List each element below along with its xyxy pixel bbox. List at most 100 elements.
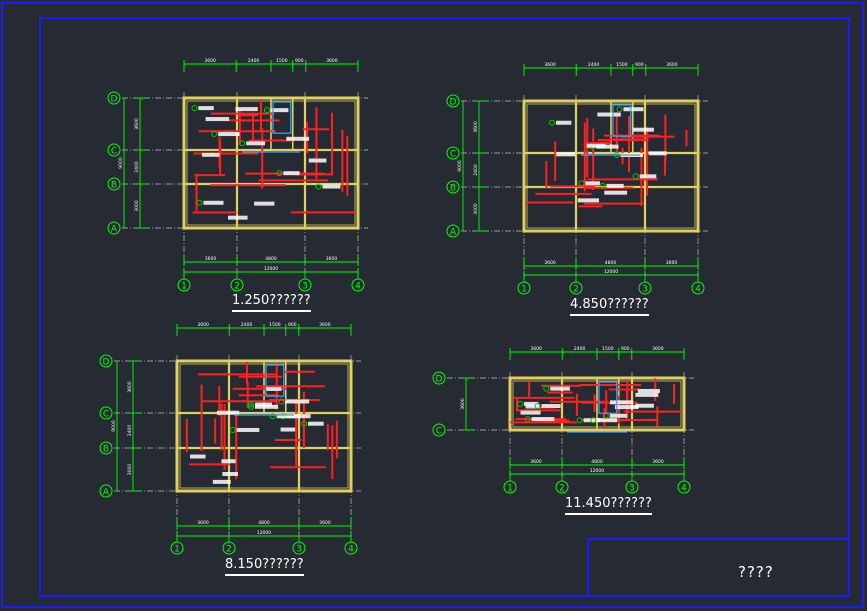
axis-bubble-col bbox=[638, 281, 652, 295]
axis-bubble-row bbox=[99, 484, 113, 498]
axis-bubble-row bbox=[107, 143, 121, 157]
axis-bubble-col bbox=[344, 541, 358, 555]
opening-outline bbox=[598, 381, 618, 414]
rebar-label-mark bbox=[276, 414, 301, 419]
dim-label-bottom: 3600 bbox=[197, 520, 209, 526]
dim-label-left: 3600 bbox=[127, 381, 133, 393]
rebar-label-mark bbox=[198, 106, 214, 111]
rebar-label-mark bbox=[308, 158, 327, 163]
dim-label-top: 900 bbox=[621, 346, 630, 352]
drawing-border-inner bbox=[39, 17, 850, 597]
axis-bubble-row bbox=[432, 423, 446, 437]
rebar-label-mark bbox=[597, 418, 618, 423]
dim-label-top: 3600 bbox=[652, 346, 664, 352]
axis-label-row: C bbox=[103, 410, 109, 420]
axis-bubble-row bbox=[107, 221, 121, 235]
axis-label-col: 1 bbox=[181, 282, 187, 292]
rebar-label-mark bbox=[280, 427, 296, 432]
dim-label-left: 3000 bbox=[127, 464, 133, 476]
rebar-label-mark bbox=[308, 421, 324, 426]
axis-bubble-col bbox=[625, 480, 639, 494]
axis-bubble-row bbox=[446, 94, 460, 108]
dim-label-top: 3600 bbox=[204, 58, 216, 64]
dim-label-top: 3600 bbox=[326, 58, 338, 64]
rebar-label-mark bbox=[577, 198, 600, 203]
slab-mark bbox=[301, 420, 308, 427]
axis-label-col: 2 bbox=[559, 484, 565, 494]
dim-label-bottom: 4800 bbox=[265, 256, 277, 262]
rebar-label-mark bbox=[531, 417, 555, 422]
slab-mark bbox=[576, 417, 583, 424]
axis-label-col: 4 bbox=[355, 282, 361, 292]
dim-label-bottom: 3600 bbox=[666, 260, 678, 266]
axis-label-row: A bbox=[103, 488, 110, 498]
axis-bubble-col bbox=[691, 281, 705, 295]
rebar-label-mark bbox=[623, 107, 644, 112]
slab-mark bbox=[263, 107, 270, 114]
slab-mark bbox=[229, 426, 236, 433]
axis-bubble-col bbox=[569, 281, 583, 295]
axis-label-col: 4 bbox=[695, 285, 701, 295]
dim-label-top: 3600 bbox=[666, 62, 678, 68]
axis-label-col: 3 bbox=[296, 545, 302, 555]
slab-mark bbox=[191, 105, 198, 112]
axis-label-row: B bbox=[450, 184, 456, 194]
slab-mark bbox=[549, 119, 556, 126]
dim-label-bottom: 4800 bbox=[605, 260, 617, 266]
axis-label-row: B bbox=[103, 445, 109, 455]
axis-label-row: D bbox=[450, 98, 457, 108]
plan-caption-1: 1.250?????? bbox=[232, 293, 311, 312]
axis-bubble-col bbox=[517, 281, 531, 295]
axis-label-row: C bbox=[111, 147, 117, 157]
rebar-label-mark bbox=[322, 184, 341, 189]
dim-label-left-total: 9000 bbox=[118, 157, 124, 169]
axis-bubble-col bbox=[351, 278, 365, 292]
rebar-label-mark bbox=[586, 143, 606, 148]
axis-label-row: A bbox=[450, 228, 457, 238]
dim-label-top: 900 bbox=[295, 58, 304, 64]
rebar-label-mark bbox=[286, 136, 310, 141]
dim-label-left: 2400 bbox=[473, 164, 479, 176]
rebar-label-mark bbox=[236, 427, 260, 432]
slab-mark bbox=[543, 385, 550, 392]
dim-label-top: 2400 bbox=[241, 322, 253, 328]
slab-mark bbox=[578, 180, 585, 187]
axis-label-row: B bbox=[111, 181, 117, 191]
dim-label-total: 12000 bbox=[590, 468, 604, 474]
rebar-label-mark bbox=[609, 413, 628, 418]
axis-label-col: 4 bbox=[348, 545, 354, 555]
slab-mark bbox=[534, 403, 541, 410]
axis-bubble-row bbox=[107, 177, 121, 191]
axis-label-row: A bbox=[111, 225, 118, 235]
dim-label-bottom: 4800 bbox=[591, 459, 603, 465]
rebar-label-mark bbox=[639, 174, 657, 179]
dim-label-bottom: 3600 bbox=[326, 256, 338, 262]
slab-mark bbox=[211, 131, 218, 138]
dim-label-left: 2400 bbox=[134, 161, 140, 173]
dim-label-top: 1500 bbox=[616, 62, 628, 68]
dim-label-bottom: 3600 bbox=[205, 256, 217, 262]
dim-label-bottom: 3600 bbox=[544, 260, 556, 266]
dim-label-total: 12000 bbox=[604, 269, 618, 275]
dim-label-bottom: 3600 bbox=[319, 520, 331, 526]
rebar-label-mark bbox=[632, 127, 654, 132]
axis-bubble-col bbox=[177, 278, 191, 292]
axis-label-col: 2 bbox=[226, 545, 232, 555]
dim-label-top: 3600 bbox=[319, 322, 331, 328]
slab-mark bbox=[632, 173, 639, 180]
dim-label-top: 2400 bbox=[574, 346, 586, 352]
rebar-label-mark bbox=[524, 401, 539, 406]
dim-label-left: 3000 bbox=[473, 203, 479, 215]
axis-label-row: C bbox=[450, 150, 456, 160]
slab-mark bbox=[196, 199, 203, 206]
axis-bubble-col bbox=[292, 541, 306, 555]
axis-bubble-col bbox=[230, 278, 244, 292]
rebar-label-mark bbox=[222, 471, 238, 476]
slab-mark bbox=[599, 182, 606, 189]
rebar-label-mark bbox=[525, 404, 541, 409]
title-block-label: ???? bbox=[738, 563, 774, 581]
rebar-label-mark bbox=[541, 404, 561, 409]
